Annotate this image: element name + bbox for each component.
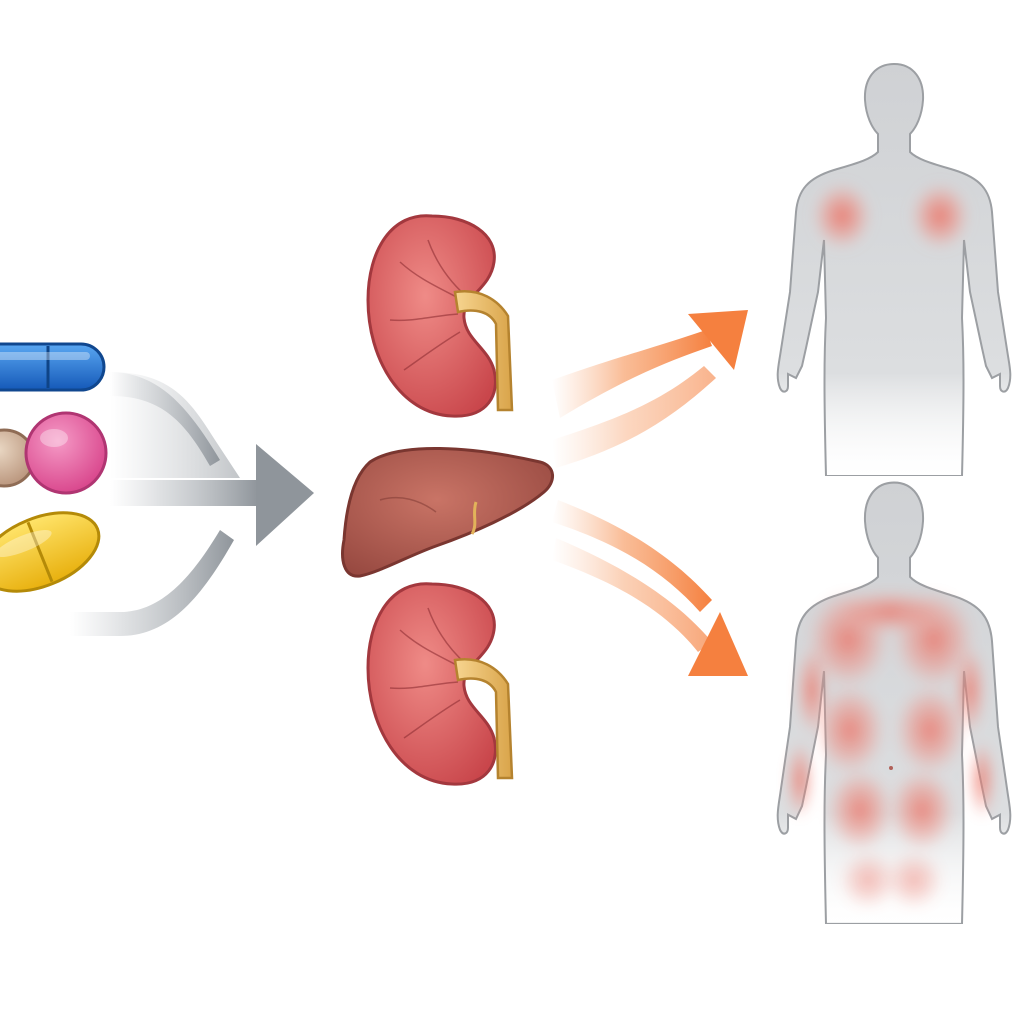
oval-tablet-icon [0, 511, 101, 593]
widespread-redness [786, 590, 996, 910]
orange-arrow-icon [552, 500, 748, 676]
redness-patch-left-shoulder [812, 182, 872, 250]
liver-icon [341, 447, 554, 578]
merge-arrow-icon [70, 372, 314, 636]
kidney-icon [366, 582, 514, 786]
capsule-icon [0, 342, 106, 392]
orange-arrow-icon [552, 310, 748, 468]
human-body-icon [778, 64, 1011, 476]
medications-group [0, 342, 108, 593]
kidney-icon [366, 214, 514, 418]
human-body-icon [778, 483, 1011, 924]
navel-mark [889, 766, 893, 770]
round-tablet-icon [24, 411, 108, 495]
redness-patch-right-shoulder [910, 182, 970, 250]
